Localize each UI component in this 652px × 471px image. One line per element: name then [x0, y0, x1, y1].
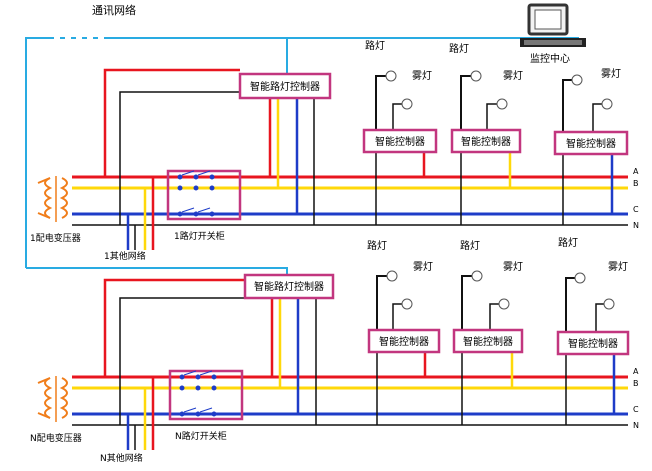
lamp-controller-label: 智能控制器	[568, 337, 618, 350]
top-other-network-label: 1其他网络	[104, 250, 146, 262]
top-transformer-icon	[37, 176, 68, 222]
bottom-lamp-group-1: 路灯 雾灯 智能控制器	[367, 239, 441, 425]
bottom-section: A B C N N配电变压器 N其他网络	[30, 236, 639, 464]
top-transformer-label: 1配电变压器	[30, 232, 81, 244]
monitor-keys	[524, 40, 582, 45]
lamp-controller-label: 智能控制器	[375, 135, 425, 148]
bottom-transformer-label: N配电变压器	[30, 432, 82, 444]
street-lamp-icon	[574, 272, 586, 284]
bottom-phase-n: N	[633, 421, 639, 430]
lamp-controller[interactable]	[362, 128, 438, 154]
top-phase-b: B	[633, 179, 639, 188]
fog-lamp-icon	[603, 298, 615, 310]
street-lamp-icon	[470, 70, 482, 82]
lamp-controller[interactable]	[450, 128, 522, 154]
top-lamp-group-1: 路灯 雾灯 智能控制器	[362, 39, 438, 225]
bottom-phase-c: C	[633, 405, 639, 414]
lamp-controller[interactable]	[452, 328, 524, 354]
bottom-switch-cabinet-label: N路灯开关柜	[175, 430, 227, 442]
lamp-controller-label: 智能控制器	[379, 335, 429, 348]
street-lamp-icon	[385, 70, 397, 82]
fog-light-label: 雾灯	[601, 68, 621, 80]
lamp-controller-label: 智能控制器	[461, 135, 511, 148]
top-main-controller-label: 智能路灯控制器	[250, 80, 320, 93]
top-switch-contacts	[177, 170, 215, 217]
monitor-glass	[534, 9, 562, 30]
street-light-label: 路灯	[449, 42, 469, 55]
bottom-lamp-group-2: 路灯 雾灯 智能控制器	[452, 239, 524, 425]
street-light-label: 路灯	[367, 239, 387, 252]
lamp-controller[interactable]	[553, 130, 629, 156]
comm-line-bottom-branch	[26, 267, 288, 276]
bottom-main-controller[interactable]	[243, 273, 335, 300]
fog-light-label: 雾灯	[412, 70, 432, 82]
bottom-lamp-group-3: 路灯 雾灯 智能控制器	[556, 236, 630, 425]
lamp-controller-label: 智能控制器	[463, 335, 513, 348]
fog-lamp-icon	[401, 98, 413, 110]
street-lamp-icon	[471, 270, 483, 282]
fog-light-label: 雾灯	[608, 261, 628, 273]
bottom-switch-contacts	[179, 370, 217, 417]
top-other-network-lines	[103, 68, 240, 250]
street-lamp-icon	[571, 74, 583, 86]
top-switch-cabinet[interactable]	[166, 169, 242, 221]
lamp-controller[interactable]	[556, 330, 630, 356]
bottom-main-controller-label: 智能路灯控制器	[254, 280, 324, 293]
fog-light-label: 雾灯	[503, 261, 523, 273]
monitor-center[interactable]: 监控中心	[520, 3, 586, 65]
street-light-label: 路灯	[558, 236, 578, 249]
top-section: A B C N 1配电变压器 1其他网络	[30, 39, 639, 262]
fog-light-label: 雾灯	[503, 70, 523, 82]
bottom-other-network-label: N其他网络	[100, 452, 143, 464]
fog-lamp-icon	[601, 98, 613, 110]
fog-lamp-icon	[401, 298, 413, 310]
fog-lamp-icon	[496, 98, 508, 110]
bottom-phase-b: B	[633, 379, 639, 388]
bottom-switch-cabinet[interactable]	[168, 369, 244, 421]
street-light-label: 路灯	[460, 239, 480, 252]
bottom-other-network-lines	[103, 278, 245, 450]
street-lamp-icon	[386, 270, 398, 282]
bottom-phase-a: A	[633, 367, 639, 376]
network-label: 通讯网络	[92, 3, 136, 17]
top-phase-c: C	[633, 205, 639, 214]
lamp-controller-label: 智能控制器	[566, 137, 616, 150]
top-lamp-group-2: 路灯 雾灯 智能控制器	[449, 42, 523, 225]
street-light-label: 路灯	[365, 39, 385, 52]
top-switch-cabinet-label: 1路灯开关柜	[174, 230, 225, 242]
top-phase-n: N	[633, 221, 639, 230]
monitor-label: 监控中心	[530, 52, 570, 65]
top-phase-a: A	[633, 167, 639, 176]
top-lamp-group-3: 雾灯 智能控制器	[553, 68, 629, 225]
fog-light-label: 雾灯	[413, 261, 433, 273]
top-main-controller[interactable]	[238, 72, 332, 100]
fog-lamp-icon	[498, 298, 510, 310]
bottom-transformer-icon	[37, 376, 68, 422]
lamp-controller[interactable]	[367, 328, 441, 354]
